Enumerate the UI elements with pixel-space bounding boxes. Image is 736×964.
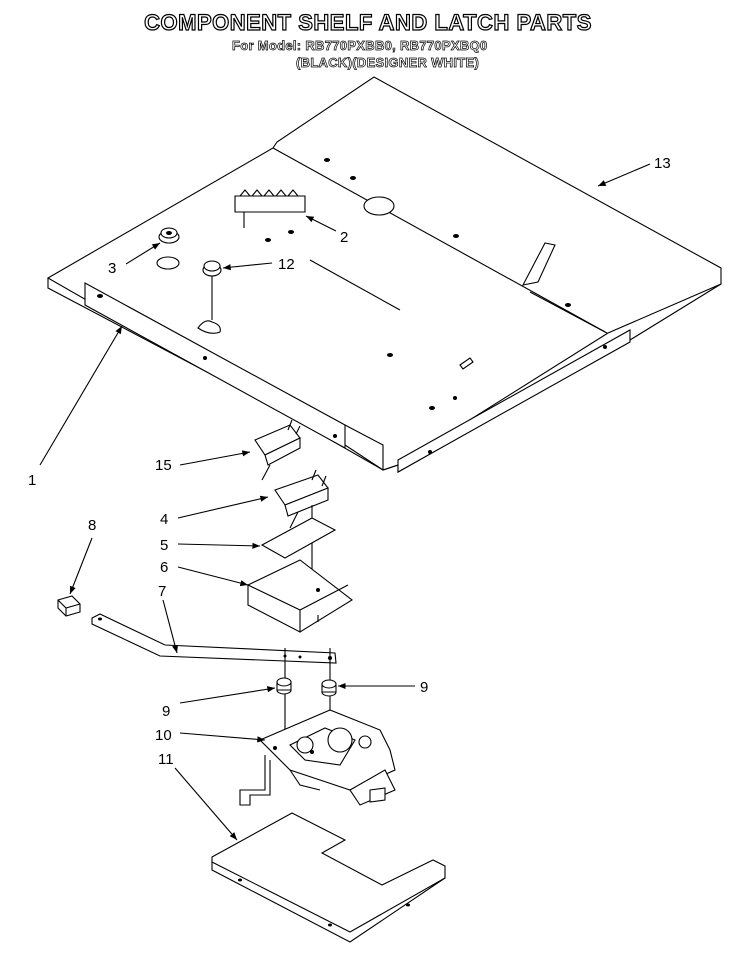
model-line: For Model: RB770PXBB0, RB770PXBQ0	[232, 38, 488, 54]
switch-part-4	[274, 469, 329, 590]
callout-2: 2	[340, 229, 348, 246]
knob-part-8	[57, 595, 81, 617]
spacer-part-9-left	[276, 677, 292, 695]
switch-part-15	[254, 419, 301, 481]
callout-9-right: 9	[420, 679, 428, 696]
callout-11: 11	[158, 751, 174, 768]
callout-10: 10	[155, 727, 172, 744]
switch-box-part-6	[247, 559, 353, 633]
insulator-part-5	[260, 517, 337, 559]
callout-4: 4	[160, 511, 168, 528]
cover-plate-part-11	[211, 812, 446, 943]
callout-1: 1	[28, 472, 36, 489]
callout-leaders	[39, 163, 651, 841]
callout-8: 8	[88, 517, 96, 534]
callout-5: 5	[160, 537, 168, 554]
spacer-part-9-right	[321, 679, 337, 697]
diagram-title: COMPONENT SHELF AND LATCH PARTS	[144, 9, 592, 35]
color-line: (BLACK)(DESIGNER WHITE)	[296, 55, 480, 71]
grommet-part-3	[158, 227, 180, 244]
latch-arm-part-7	[91, 613, 337, 735]
callout-12: 12	[278, 256, 295, 273]
callout-7: 7	[158, 583, 166, 600]
callout-13: 13	[654, 155, 671, 172]
terminal-block-part-2	[234, 189, 306, 228]
callout-9-left: 9	[162, 703, 170, 720]
callout-15: 15	[155, 457, 172, 474]
latch-assembly-part-10	[239, 709, 396, 806]
component-shelf-part-13	[46, 76, 722, 473]
plug-button-part-12	[202, 260, 222, 320]
callout-3: 3	[108, 260, 116, 277]
callout-6: 6	[160, 559, 168, 576]
